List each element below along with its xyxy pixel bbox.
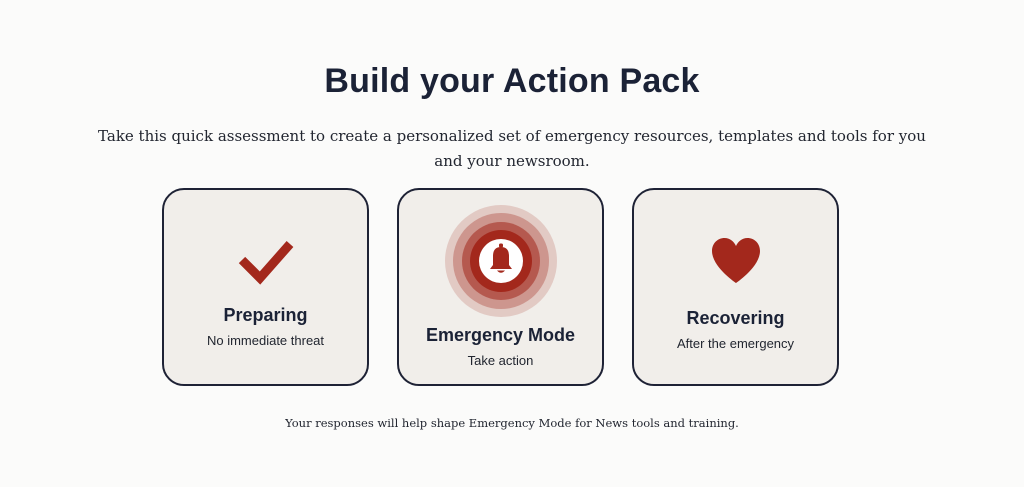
emergency-mode-card[interactable]: Emergency Mode Take action xyxy=(397,188,604,386)
footnote: Your responses will help shape Emergency… xyxy=(285,416,739,430)
preparing-label: Preparing xyxy=(223,305,308,325)
preparing-card[interactable]: Preparing No immediate threat xyxy=(162,188,369,386)
heart-icon xyxy=(711,238,760,283)
stage-options: Preparing No immediate threat Emergency … xyxy=(162,188,862,388)
intro-text: Take this quick assessment to create a p… xyxy=(98,127,926,170)
preparing-sublabel: No immediate threat xyxy=(206,333,325,348)
emergency-mode-label: Emergency Mode xyxy=(425,325,576,345)
checkmark-icon xyxy=(238,241,293,285)
bell-icon xyxy=(444,205,557,317)
emergency-mode-sublabel: Take action xyxy=(467,353,534,368)
recovering-label: Recovering xyxy=(686,308,785,328)
page-title: Build your Action Pack xyxy=(324,62,700,100)
recovering-card[interactable]: Recovering After the emergency xyxy=(632,188,839,386)
recovering-sublabel: After the emergency xyxy=(676,336,795,351)
